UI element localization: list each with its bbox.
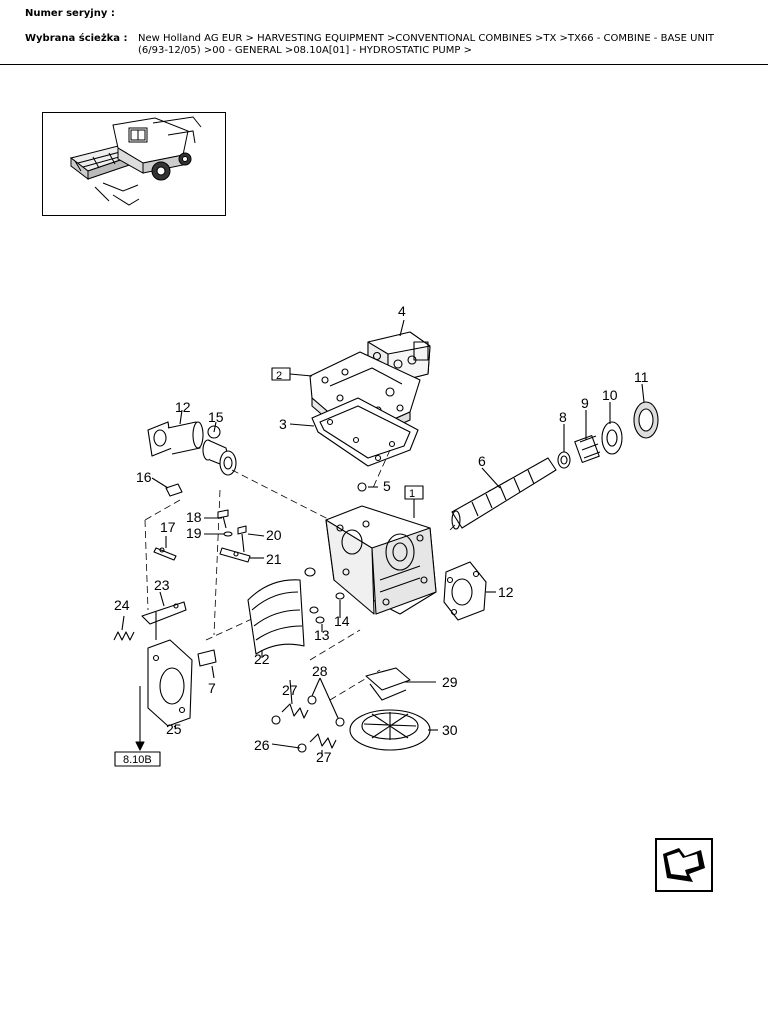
- callout-2[interactable]: 2: [276, 370, 282, 382]
- callout-6[interactable]: 6: [478, 453, 486, 469]
- part-21-bracket[interactable]: [219, 547, 251, 563]
- combine-thumbnail[interactable]: [42, 112, 226, 216]
- part-9-bearing[interactable]: [574, 435, 601, 463]
- callout-12[interactable]: 12: [175, 399, 191, 415]
- callout-18[interactable]: 18: [186, 509, 202, 525]
- callout-25[interactable]: 25: [166, 721, 182, 737]
- part-27-spring-lower[interactable]: [309, 733, 337, 749]
- callout-10[interactable]: 10: [602, 387, 618, 403]
- callout-22[interactable]: 22: [254, 651, 270, 667]
- callout-19[interactable]: 19: [186, 525, 202, 541]
- callout-26[interactable]: 26: [254, 737, 270, 753]
- part-15-sleeve[interactable]: [202, 425, 237, 476]
- callout-7[interactable]: 7: [208, 680, 216, 696]
- callout-27[interactable]: 27: [282, 682, 298, 698]
- callout-20[interactable]: 20: [266, 527, 282, 543]
- callout-17[interactable]: 17: [160, 519, 176, 535]
- part-22-bearing-cradle[interactable]: [247, 579, 305, 655]
- combine-harvester-icon: [69, 116, 202, 206]
- part-20-bolt[interactable]: [237, 525, 247, 553]
- header: Numer seryjny : Wybrana ścieżka : New Ho…: [0, 0, 768, 66]
- next-page-arrow-icon[interactable]: [655, 838, 713, 892]
- part-7-block[interactable]: [197, 649, 217, 667]
- header-divider: [0, 64, 768, 65]
- callout-3[interactable]: 3: [279, 416, 287, 432]
- callout-13[interactable]: 13: [314, 627, 330, 643]
- callout-4[interactable]: 4: [398, 303, 406, 319]
- part-25-mounting-plate[interactable]: [147, 639, 193, 727]
- part-23-lever[interactable]: [141, 601, 187, 640]
- part-29-slipper[interactable]: [365, 667, 411, 701]
- part-17-key[interactable]: [153, 547, 177, 561]
- part-11-seal[interactable]: [633, 401, 659, 439]
- serial-label: Numer seryjny :: [25, 8, 115, 19]
- part-28-ball[interactable]: [307, 695, 345, 727]
- part-24-spring[interactable]: [113, 631, 135, 641]
- part-30-swash-plate[interactable]: [349, 709, 431, 751]
- callout-29[interactable]: 29: [442, 674, 458, 690]
- callout-11[interactable]: 11: [634, 369, 649, 385]
- part-8-ring[interactable]: [557, 451, 571, 469]
- part-6-drive-shaft[interactable]: [451, 457, 557, 530]
- part-19-washer[interactable]: [223, 531, 233, 537]
- callout-15[interactable]: 15: [208, 409, 224, 425]
- callout-14[interactable]: 14: [334, 613, 350, 629]
- part-12-right-cap[interactable]: [443, 561, 487, 621]
- part-27-spring-upper[interactable]: [281, 703, 309, 719]
- part-5-plug[interactable]: [357, 482, 367, 492]
- callout-21[interactable]: 21: [266, 551, 282, 567]
- part-13-pin[interactable]: [309, 606, 325, 624]
- part-1-pump-housing[interactable]: [325, 505, 437, 615]
- part-3-gasket[interactable]: [311, 397, 419, 467]
- callout-1[interactable]: 1: [409, 488, 415, 500]
- path-label: Wybrana ścieżka :: [25, 33, 128, 44]
- callout-24[interactable]: 24: [114, 597, 130, 613]
- part-10-bearing[interactable]: [601, 421, 623, 455]
- part-12-left-plug[interactable]: [147, 421, 204, 457]
- callout-12[interactable]: 12: [498, 584, 514, 600]
- part-16-pin[interactable]: [165, 483, 183, 497]
- breadcrumb[interactable]: New Holland AG EUR > HARVESTING EQUIPMEN…: [138, 33, 715, 56]
- ref-box-810b[interactable]: [114, 751, 161, 767]
- ref-label-810b[interactable]: 8.10B: [123, 754, 152, 766]
- part-14-pin[interactable]: [304, 567, 345, 600]
- part-18-screw[interactable]: [217, 509, 229, 529]
- callout-8[interactable]: 8: [559, 409, 567, 425]
- callout-9[interactable]: 9: [581, 395, 589, 411]
- callout-30[interactable]: 30: [442, 722, 458, 738]
- callout-23[interactable]: 23: [154, 577, 170, 593]
- callout-27[interactable]: 27: [316, 749, 332, 765]
- callout-28[interactable]: 28: [312, 663, 328, 679]
- callout-16[interactable]: 16: [136, 469, 152, 485]
- callout-5[interactable]: 5: [383, 478, 391, 494]
